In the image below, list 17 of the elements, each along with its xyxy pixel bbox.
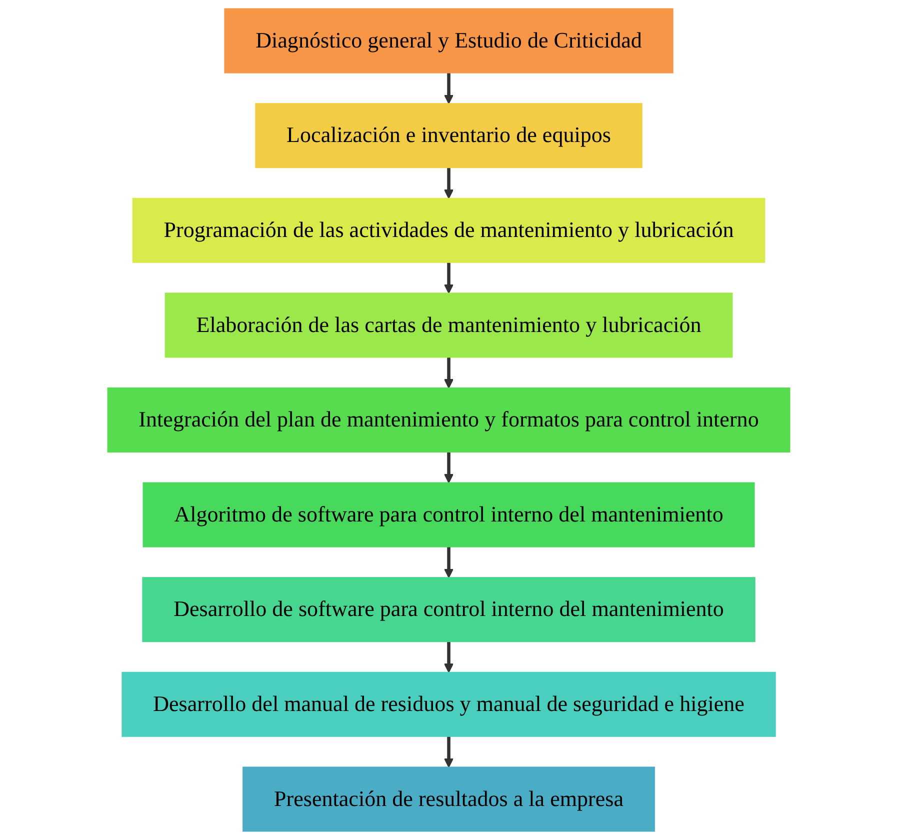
node-box: Programación de las actividades de mantenimiento y lubricación [132, 198, 766, 263]
arrow [444, 642, 454, 673]
node-box: Diagnóstico general y Estudio de Criticidad [224, 8, 674, 74]
node-box: Localización e inventario de equipos [255, 103, 643, 168]
node-box: Elaboración de las cartas de mantenimiento y lubricación [165, 292, 733, 358]
node-box: Desarrollo del manual de residuos y manual de seguridad e higiene [122, 672, 776, 737]
arrow [444, 736, 454, 768]
arrow [444, 168, 454, 199]
arrow [444, 262, 454, 294]
node-box: Presentación de resultados a la empresa [242, 766, 656, 832]
node-box: Desarrollo de software para control interno del mantenimiento [142, 577, 756, 642]
arrow [444, 546, 454, 578]
arrow [444, 357, 454, 388]
node-box: Algoritmo de software para control interno del mantenimiento [143, 482, 755, 548]
arrow [444, 452, 454, 484]
node-box: Integración del plan de mantenimiento y formatos para control interno [108, 387, 790, 452]
arrow [444, 72, 454, 104]
